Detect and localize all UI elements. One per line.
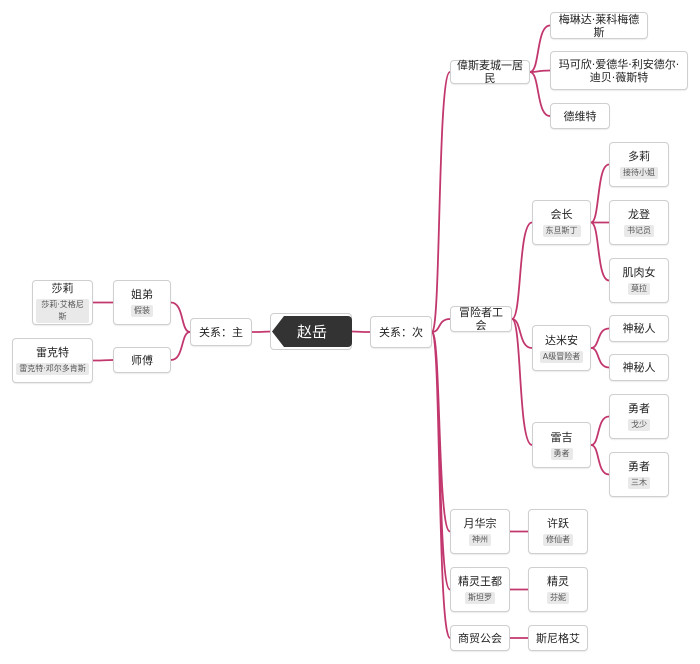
node-label: 勇者 bbox=[628, 460, 650, 473]
link-huizhang-jirounv bbox=[590, 221, 610, 282]
link-secondary-jumin bbox=[431, 71, 451, 333]
node-jingling[interactable]: 精灵芬妮 bbox=[528, 567, 588, 612]
node-label: 关系：主 bbox=[199, 325, 243, 339]
node-label: 商贸公会 bbox=[458, 631, 502, 645]
link-root-main bbox=[251, 330, 273, 333]
node-label: 雷克特 bbox=[36, 346, 69, 359]
node-jirounv[interactable]: 肌肉女莫拉 bbox=[609, 258, 669, 303]
node-shali[interactable]: 莎莉莎莉·艾格尼斯 bbox=[32, 280, 93, 325]
node-label: 德维特 bbox=[563, 109, 597, 123]
node-tag: 书记员 bbox=[624, 225, 654, 237]
link-jumin-meilinda bbox=[529, 24, 551, 73]
node-label: 斯尼格艾 bbox=[536, 631, 580, 645]
node-gonghui[interactable]: 冒险者工会 bbox=[450, 306, 512, 332]
link-secondary-shangmao bbox=[431, 331, 451, 639]
link-shifu-leikete bbox=[92, 359, 114, 362]
node-label: 神秘人 bbox=[622, 322, 656, 335]
node-shenmi2[interactable]: 神秘人 bbox=[609, 354, 669, 381]
node-tag: 雷克特·邓尔多肯斯 bbox=[16, 363, 89, 375]
node-tag: 斯坦罗 bbox=[465, 592, 495, 604]
node-label: 会长 bbox=[550, 208, 573, 221]
root-label: 赵岳 bbox=[296, 323, 327, 341]
node-tag: 戈少 bbox=[628, 419, 650, 431]
node-jumin[interactable]: 偉斯麦城一居民 bbox=[450, 59, 530, 85]
node-shifu[interactable]: 师傅 bbox=[113, 347, 171, 373]
node-label: 精灵王都 bbox=[458, 575, 502, 588]
link-root-secondary bbox=[351, 330, 371, 333]
node-label: 雷吉 bbox=[550, 430, 573, 444]
node-tag: 假装 bbox=[131, 305, 153, 317]
node-tag: 三木 bbox=[628, 477, 650, 489]
node-label: 达米安 bbox=[545, 333, 578, 347]
node-secondary[interactable]: 关系：次 bbox=[370, 316, 432, 348]
node-label: 关系：次 bbox=[379, 325, 423, 339]
node-tag: 神州 bbox=[469, 534, 491, 546]
node-duoli[interactable]: 多莉接待小姐 bbox=[609, 142, 669, 187]
node-label: 勇者 bbox=[628, 402, 650, 415]
node-label: 神秘人 bbox=[622, 361, 656, 374]
link-jumin-deweite bbox=[529, 71, 551, 117]
link-damian-shenmi2 bbox=[590, 347, 610, 369]
node-meilinda[interactable]: 梅琳达·莱科梅德斯 bbox=[550, 12, 648, 39]
node-tag: 勇者 bbox=[550, 447, 573, 460]
link-huizhang-duoli bbox=[590, 163, 610, 224]
node-tag: 芬妮 bbox=[547, 592, 569, 604]
node-tag: 接待小姐 bbox=[620, 167, 658, 179]
node-huizhang[interactable]: 会长东旦斯丁 bbox=[532, 200, 591, 245]
node-deweite[interactable]: 德维特 bbox=[550, 103, 610, 129]
node-tag: 东旦斯丁 bbox=[542, 225, 581, 237]
node-shenmi1[interactable]: 神秘人 bbox=[609, 315, 669, 342]
node-shangmao[interactable]: 商贸公会 bbox=[450, 625, 510, 651]
node-label: 龙登 bbox=[628, 208, 650, 221]
node-jingling-wd[interactable]: 精灵王都斯坦罗 bbox=[450, 567, 510, 612]
node-makexin[interactable]: 玛可欣·爱德华·利安德尔·迪贝·薇斯特 bbox=[550, 51, 688, 90]
node-label: 月华宗 bbox=[463, 517, 497, 530]
node-tag: 莫拉 bbox=[628, 283, 650, 295]
link-main-shifu bbox=[170, 331, 191, 361]
node-label: 多莉 bbox=[628, 150, 650, 163]
link-leiji-yongzhe1 bbox=[590, 415, 610, 446]
node-leiji[interactable]: 雷吉勇者 bbox=[532, 422, 591, 468]
node-label: 师傅 bbox=[131, 353, 153, 367]
node-label: 偉斯麦城一居民 bbox=[457, 59, 523, 85]
link-leiji-yongzhe2 bbox=[590, 444, 610, 476]
node-main[interactable]: 关系：主 bbox=[190, 318, 252, 346]
node-tag: 修仙者 bbox=[543, 534, 573, 546]
node-yongzhe2[interactable]: 勇者三木 bbox=[609, 452, 669, 497]
node-longdeng[interactable]: 龙登书记员 bbox=[609, 200, 669, 245]
node-jiedi[interactable]: 姐弟假装 bbox=[113, 280, 171, 325]
node-label: 许跃 bbox=[547, 517, 569, 530]
node-label: 莎莉 bbox=[51, 282, 74, 295]
link-gonghui-huizhang bbox=[511, 221, 533, 320]
node-leikete[interactable]: 雷克特雷克特·邓尔多肯斯 bbox=[12, 338, 93, 383]
node-label: 姐弟 bbox=[131, 288, 153, 301]
node-yongzhe1[interactable]: 勇者戈少 bbox=[609, 394, 669, 439]
node-label: 梅琳达·莱科梅德斯 bbox=[558, 12, 640, 39]
node-tag: A级冒险者 bbox=[539, 350, 584, 363]
node-sinigeai[interactable]: 斯尼格艾 bbox=[528, 625, 588, 651]
link-secondary-gonghui bbox=[431, 318, 451, 333]
node-yuehua[interactable]: 月华宗神州 bbox=[450, 509, 510, 554]
link-main-jiedi bbox=[170, 301, 191, 333]
node-damian[interactable]: 达米安 A级冒险者 bbox=[532, 325, 591, 371]
node-label: 肌肉女 bbox=[622, 266, 656, 279]
node-label: 玛可欣·爱德华·利安德尔·迪贝·薇斯特 bbox=[558, 57, 680, 84]
link-damian-shenmi1 bbox=[590, 327, 610, 349]
root-node[interactable]: 赵岳 bbox=[272, 316, 352, 347]
node-label: 精灵 bbox=[547, 575, 569, 588]
node-tag: 莎莉·艾格尼斯 bbox=[36, 299, 89, 323]
node-xuyue[interactable]: 许跃修仙者 bbox=[528, 509, 588, 554]
node-label: 冒险者工会 bbox=[459, 306, 503, 332]
link-gonghui-leiji bbox=[511, 318, 533, 446]
